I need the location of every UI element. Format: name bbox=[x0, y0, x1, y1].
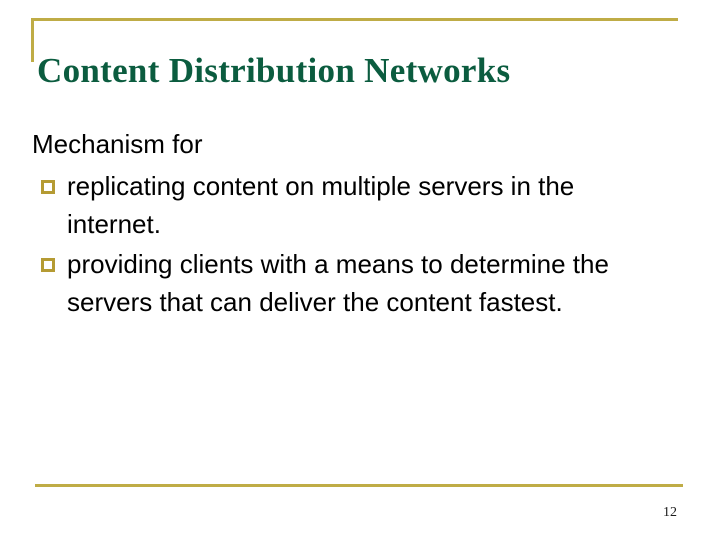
hollow-square-bullet-icon bbox=[41, 180, 55, 194]
list-item-label: providing clients with a means to determ… bbox=[67, 249, 609, 317]
list-item: replicating content on multiple servers … bbox=[30, 167, 670, 243]
title-rule-left bbox=[31, 18, 34, 62]
footer-rule bbox=[35, 484, 683, 487]
body-lead-text: Mechanism for bbox=[32, 129, 203, 159]
bullet-list: replicating content on multiple servers … bbox=[30, 167, 670, 321]
list-item-label: replicating content on multiple servers … bbox=[67, 171, 575, 239]
title-rule-top bbox=[31, 18, 678, 21]
slide-title: Content Distribution Networks bbox=[37, 51, 511, 91]
slide-body: Mechanism for replicating content on mul… bbox=[30, 128, 670, 323]
page-number: 12 bbox=[663, 505, 677, 520]
hollow-square-bullet-icon bbox=[41, 258, 55, 272]
list-item: providing clients with a means to determ… bbox=[30, 245, 670, 321]
